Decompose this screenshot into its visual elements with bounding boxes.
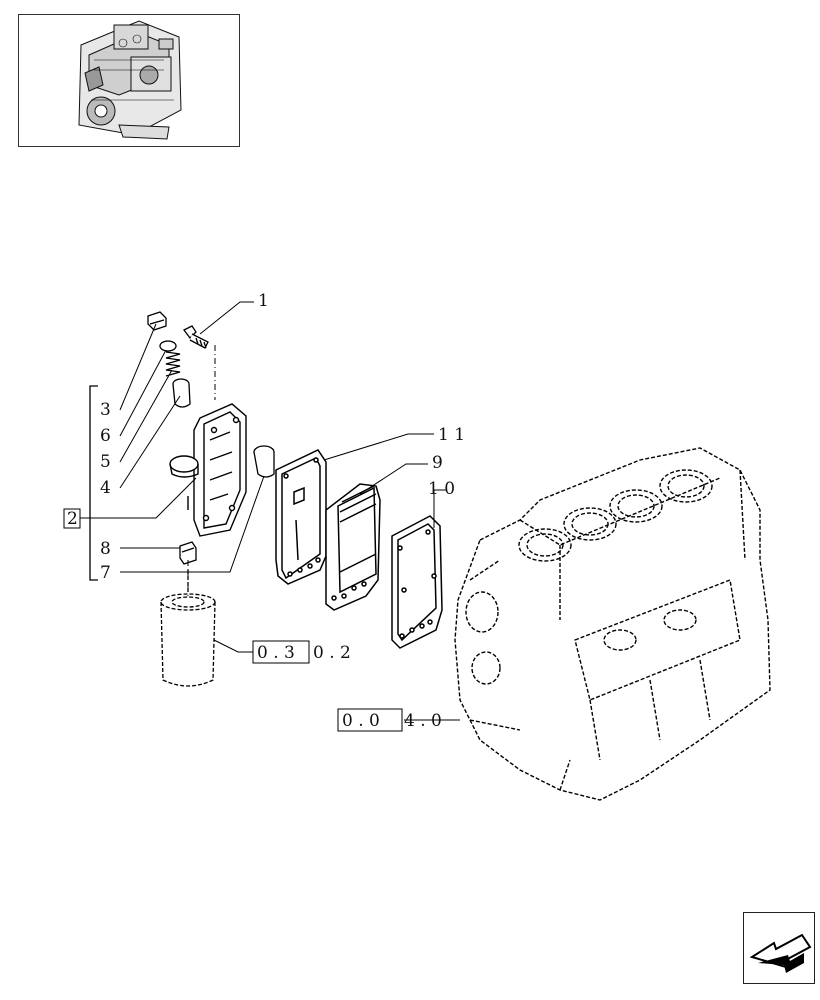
- fitting-8: [179, 541, 197, 565]
- tube-7: [253, 445, 275, 478]
- ref-filter-box: [252, 640, 310, 664]
- callout-6[interactable]: 6: [100, 426, 111, 446]
- callout-4[interactable]: 4: [100, 478, 111, 498]
- assembly-bracket: [89, 385, 98, 581]
- filter-support-housing: [169, 403, 247, 537]
- engine-thumbnail-icon: [78, 20, 182, 140]
- callout-2-box: [63, 508, 81, 529]
- heat-exchanger-9: [325, 483, 381, 611]
- ref-block-rest[interactable]: 4 . 0: [404, 711, 442, 731]
- gasket-11: [275, 449, 327, 585]
- next-page-button[interactable]: [743, 912, 815, 984]
- ref-filter-boxed[interactable]: 0 . 3: [257, 643, 295, 663]
- callout-1[interactable]: 1: [258, 291, 269, 311]
- engine-thumbnail[interactable]: [18, 14, 240, 147]
- gasket-10: [391, 515, 443, 649]
- callout-11[interactable]: 1 1: [438, 425, 465, 445]
- gasket-6: [159, 340, 177, 352]
- valve-4: [172, 378, 191, 408]
- callout-7[interactable]: 7: [100, 563, 111, 583]
- plug-3: [147, 311, 167, 331]
- next-page-arrow-icon: [749, 933, 812, 973]
- callout-2[interactable]: 2: [67, 509, 78, 529]
- callout-5[interactable]: 5: [100, 452, 111, 472]
- callout-3[interactable]: 3: [100, 400, 111, 420]
- callout-8[interactable]: 8: [100, 539, 111, 559]
- ref-block-boxed[interactable]: 0 . 0: [342, 711, 380, 731]
- callout-9[interactable]: 9: [432, 453, 443, 473]
- spring-5: [165, 351, 181, 377]
- leader-lines: [80, 301, 460, 721]
- ref-block-box: [337, 708, 403, 732]
- callout-10[interactable]: 1 0: [428, 479, 455, 499]
- ref-filter-rest[interactable]: 0 . 2: [313, 643, 351, 663]
- engine-block: [454, 447, 771, 801]
- screw-1: [183, 325, 209, 349]
